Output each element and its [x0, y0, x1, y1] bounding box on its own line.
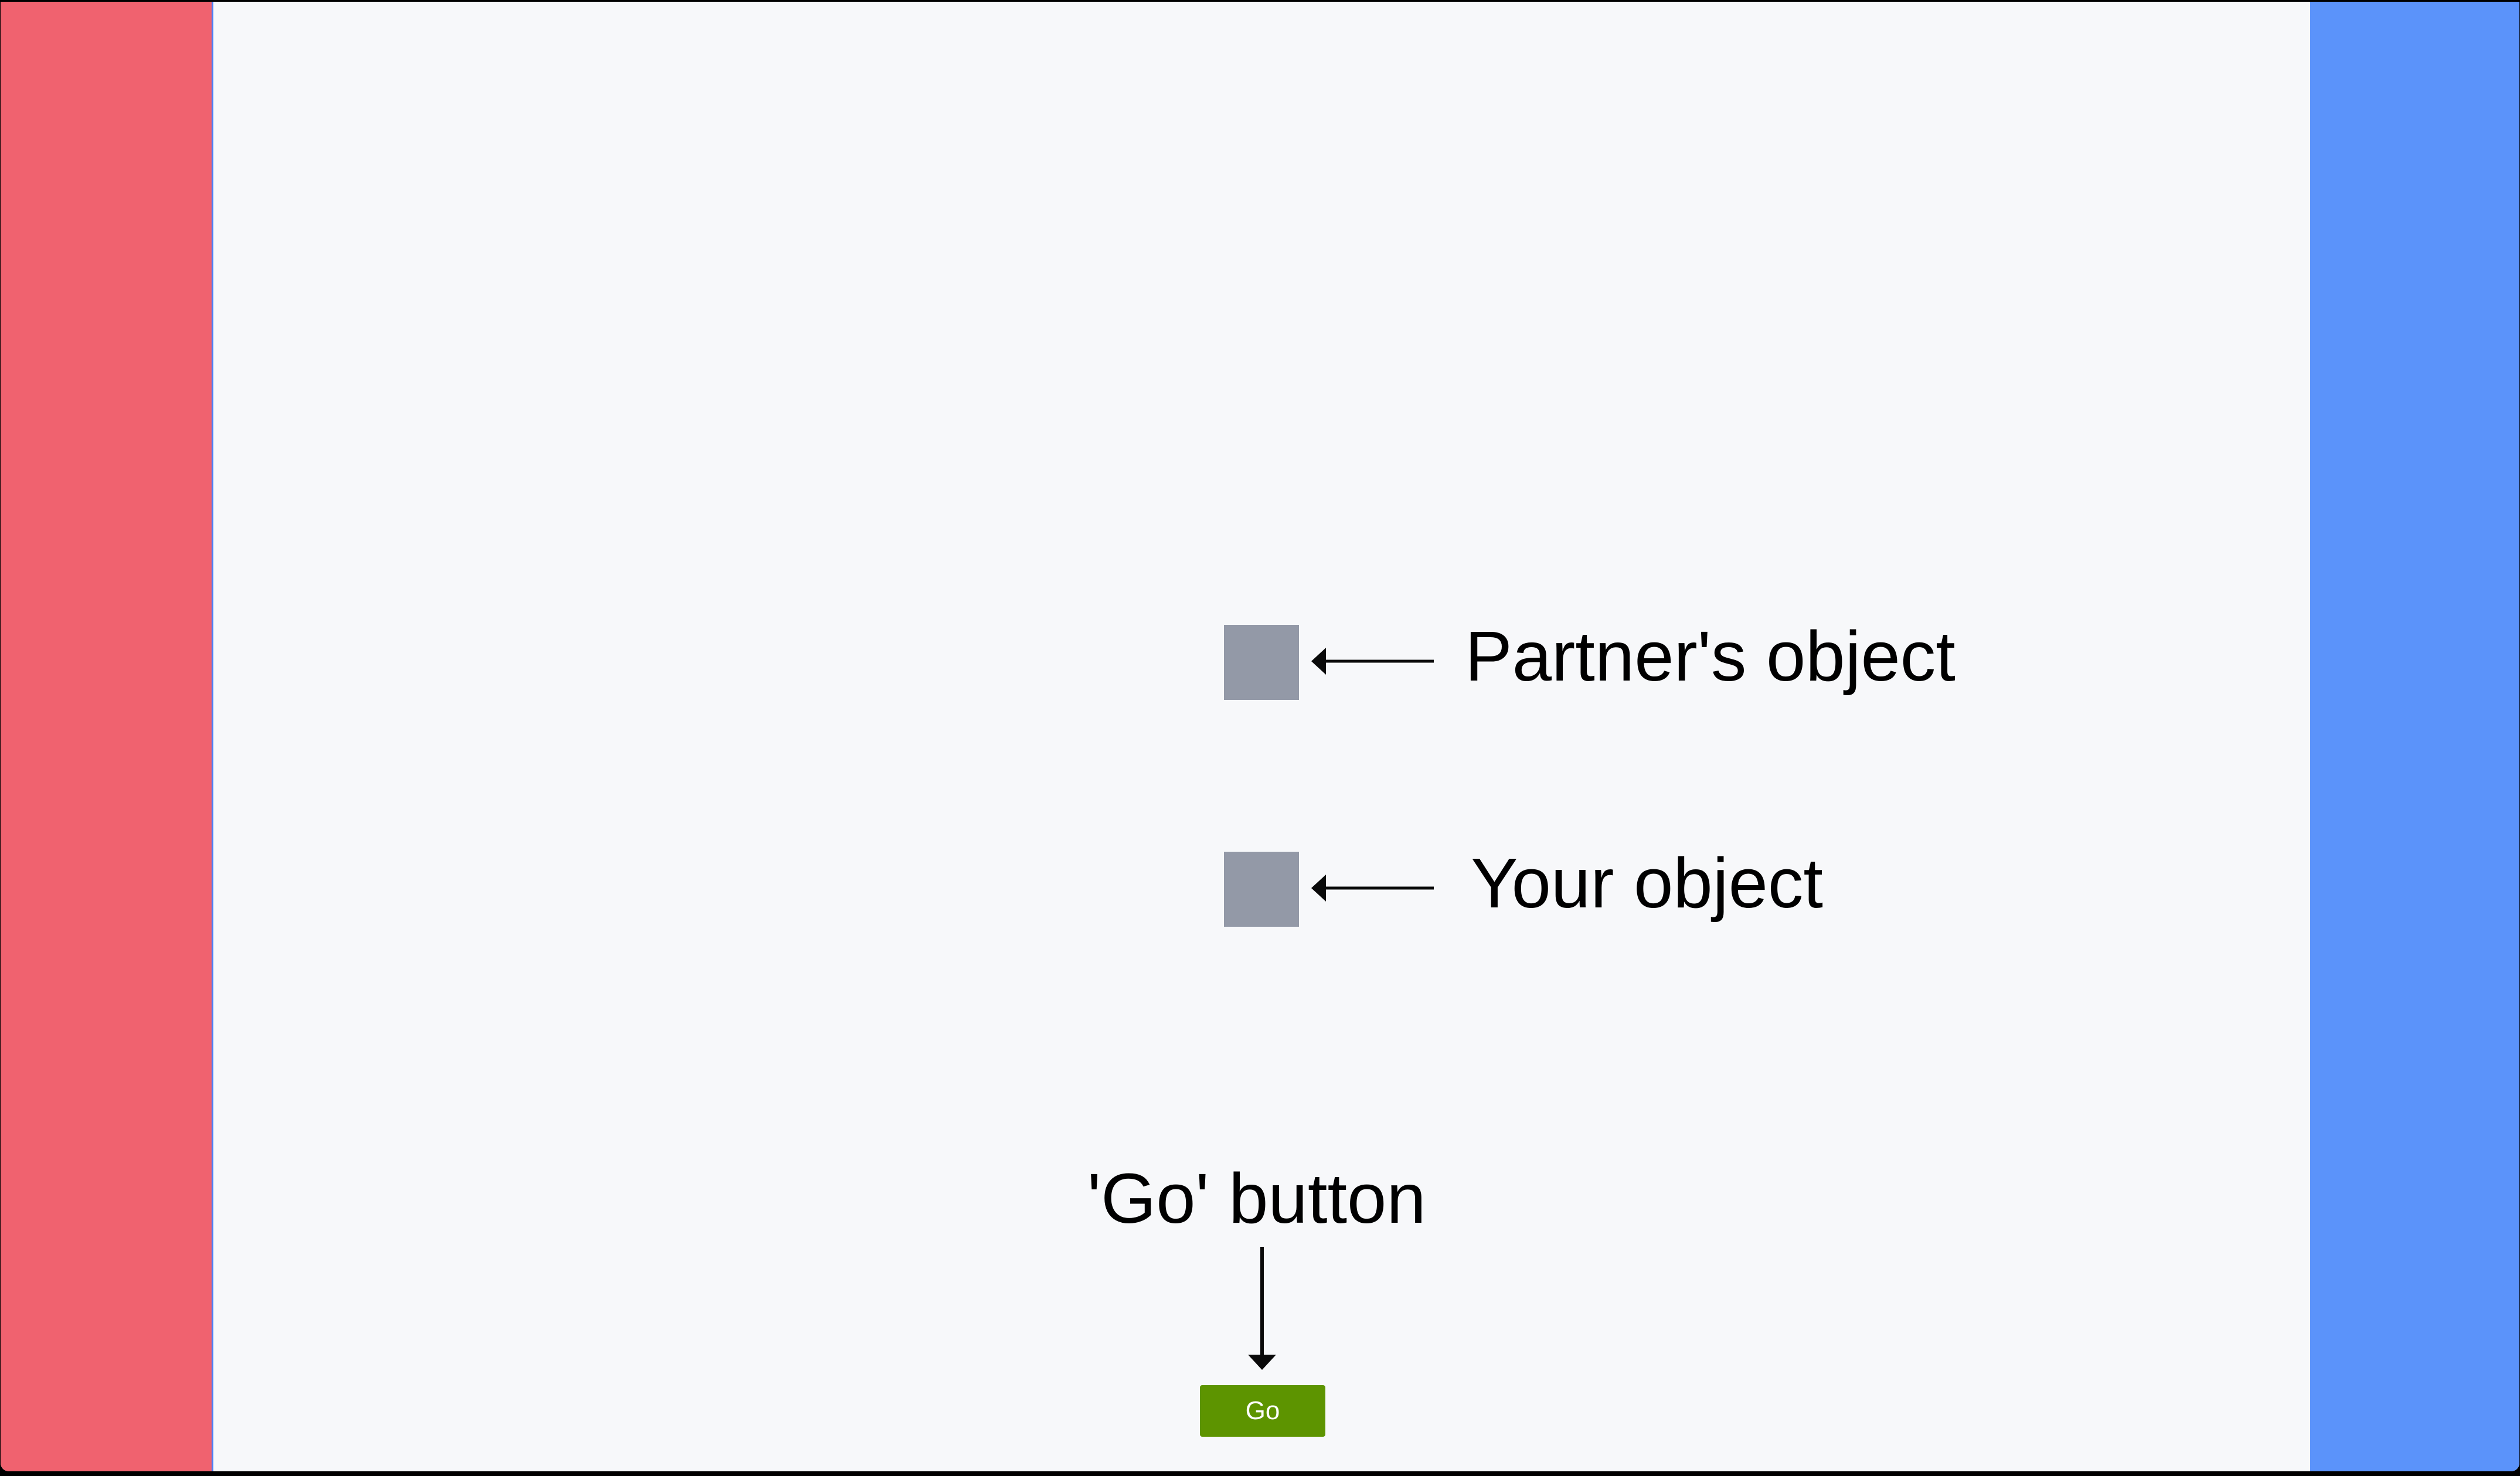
- your-object-square[interactable]: [1224, 852, 1299, 927]
- partner-object-label: Partner's object: [1465, 616, 1956, 696]
- your-object-label: Your object: [1471, 843, 1823, 923]
- left-arrow-icon: [1311, 875, 1434, 902]
- left-red-zone: [1, 2, 212, 1471]
- right-blue-zone: [2310, 2, 2519, 1471]
- go-button-text: Go: [1245, 1396, 1280, 1425]
- go-button[interactable]: Go: [1200, 1385, 1325, 1437]
- go-button-annotation-label: 'Go' button: [1087, 1158, 1426, 1238]
- left-zone-divider-line: [212, 2, 213, 1471]
- partner-object-square[interactable]: [1224, 625, 1299, 700]
- left-arrow-icon: [1311, 648, 1434, 675]
- down-arrow-icon: [1248, 1247, 1276, 1370]
